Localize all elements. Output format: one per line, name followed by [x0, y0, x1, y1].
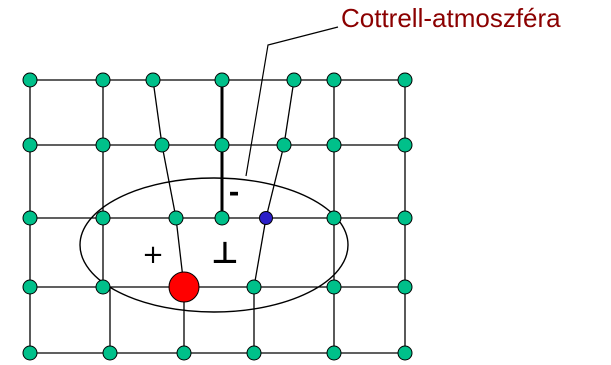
small-solute-atom [259, 211, 273, 225]
matrix-atom [22, 345, 38, 361]
matrix-atom [22, 279, 38, 295]
matrix-atom [397, 279, 413, 295]
matrix-atom [95, 210, 111, 226]
matrix-atom [326, 279, 342, 295]
matrix-atom [326, 72, 342, 88]
matrix-atom [214, 210, 230, 226]
matrix-atom [397, 345, 413, 361]
matrix-atom [276, 137, 292, 153]
matrix-atom [326, 137, 342, 153]
matrix-atom [22, 210, 38, 226]
matrix-atom [326, 345, 342, 361]
matrix-atom [22, 137, 38, 153]
dislocation-symbol: ⊥ [211, 236, 238, 271]
matrix-atom [145, 72, 161, 88]
matrix-atom [326, 210, 342, 226]
matrix-atom [397, 137, 413, 153]
matrix-atoms [22, 72, 413, 361]
matrix-atom [22, 72, 38, 88]
matrix-atom [246, 345, 262, 361]
cottrell-atmosphere-label: Cottrell-atmoszféra [341, 3, 561, 33]
matrix-atom [95, 137, 111, 153]
matrix-atom [286, 72, 302, 88]
cottrell-atmosphere-ellipse [79, 177, 349, 313]
matrix-atom [397, 210, 413, 226]
tension-sign: - [229, 178, 240, 208]
matrix-atom [168, 210, 184, 226]
matrix-atom [176, 345, 192, 361]
matrix-atom [397, 72, 413, 88]
matrix-atom [95, 279, 111, 295]
large-solute-atom [168, 271, 200, 303]
matrix-atom [246, 279, 262, 295]
callout-leader-line [245, 26, 339, 177]
matrix-atom [154, 137, 170, 153]
compression-sign: + [142, 240, 164, 270]
matrix-atom [95, 72, 111, 88]
matrix-atom [214, 137, 230, 153]
matrix-atom [214, 72, 230, 88]
matrix-atom [102, 345, 118, 361]
